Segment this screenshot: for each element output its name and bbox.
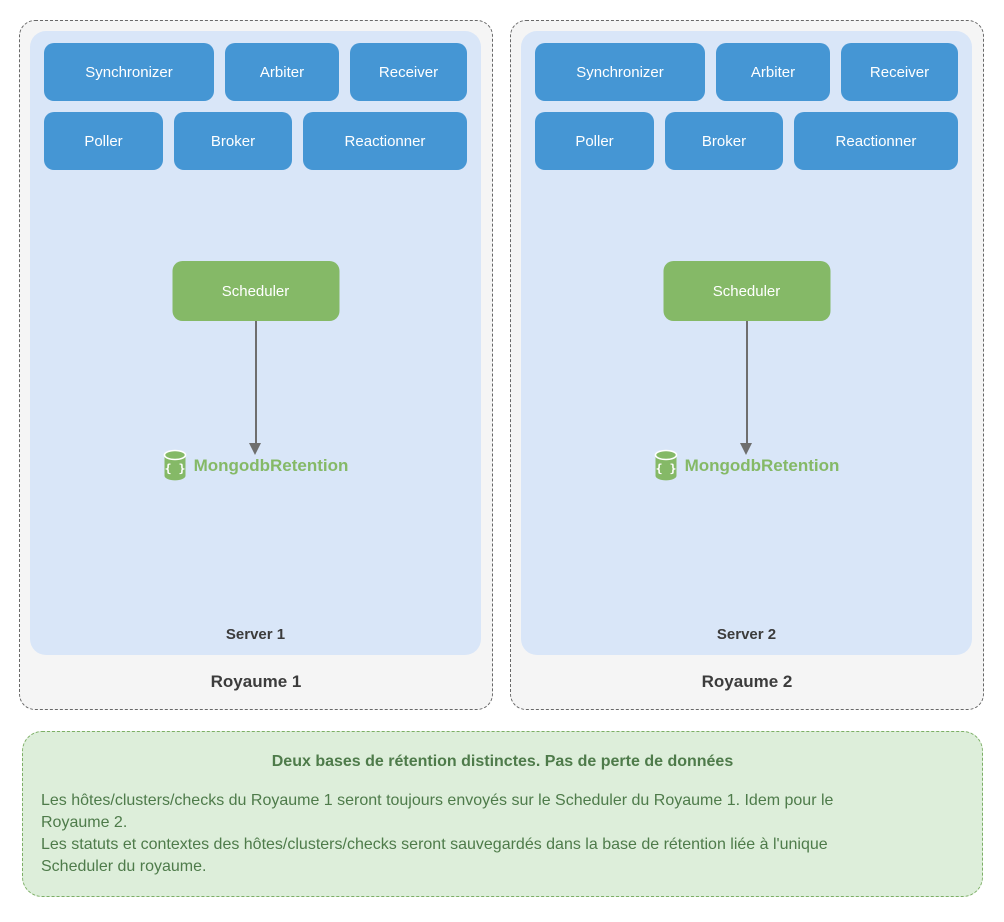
component-grid: Synchronizer Arbiter Receiver Poller Bro… bbox=[30, 31, 481, 170]
component-receiver: Receiver bbox=[841, 43, 958, 101]
server-box-1: Synchronizer Arbiter Receiver Poller Bro… bbox=[30, 31, 481, 655]
server-label: Server 2 bbox=[716, 626, 777, 643]
note-line: Royaume 2. bbox=[41, 814, 128, 831]
svg-text:{ }: { } bbox=[164, 462, 185, 476]
scheduler-node: Scheduler bbox=[663, 261, 830, 321]
scheduler-to-retention-arrow-line bbox=[745, 321, 748, 443]
arrow-head-icon bbox=[249, 443, 261, 455]
component-synchronizer: Synchronizer bbox=[535, 43, 705, 101]
component-reactionner: Reactionner bbox=[794, 112, 958, 170]
scheduler-node: Scheduler bbox=[172, 261, 339, 321]
realm-label: Royaume 2 bbox=[701, 672, 793, 691]
retention-label: MongodbRetention bbox=[193, 455, 349, 475]
retention-database: { } MongodbRetention bbox=[30, 449, 481, 482]
component-grid: Synchronizer Arbiter Receiver Poller Bro… bbox=[521, 31, 972, 170]
retention-database: { } MongodbRetention bbox=[521, 449, 972, 482]
note-body: Les hôtes/clusters/checks du Royaume 1 s… bbox=[41, 790, 964, 878]
realm-panel-1: Synchronizer Arbiter Receiver Poller Bro… bbox=[19, 20, 493, 710]
component-arbiter: Arbiter bbox=[716, 43, 830, 101]
retention-label: MongodbRetention bbox=[684, 455, 840, 475]
arrow-head-icon bbox=[740, 443, 752, 455]
note-line: Scheduler du royaume. bbox=[41, 858, 207, 875]
component-receiver: Receiver bbox=[350, 43, 467, 101]
svg-text:{ }: { } bbox=[655, 462, 676, 476]
server-box-2: Synchronizer Arbiter Receiver Poller Bro… bbox=[521, 31, 972, 655]
mongodb-database-icon: { } bbox=[654, 449, 677, 481]
component-broker: Broker bbox=[174, 112, 292, 170]
realm-panel-2: Synchronizer Arbiter Receiver Poller Bro… bbox=[510, 20, 984, 710]
scheduler-to-retention-arrow-line bbox=[254, 321, 257, 443]
note-line: Les statuts et contextes des hôtes/clust… bbox=[41, 836, 828, 853]
realm-label: Royaume 1 bbox=[210, 672, 302, 691]
component-arbiter: Arbiter bbox=[225, 43, 339, 101]
component-poller: Poller bbox=[44, 112, 163, 170]
note-title: Deux bases de rétention distinctes. Pas … bbox=[271, 753, 734, 770]
note-line: Les hôtes/clusters/checks du Royaume 1 s… bbox=[41, 792, 834, 809]
note-box: Deux bases de rétention distinctes. Pas … bbox=[22, 731, 983, 897]
component-reactionner: Reactionner bbox=[303, 112, 467, 170]
component-synchronizer: Synchronizer bbox=[44, 43, 214, 101]
mongodb-database-icon: { } bbox=[163, 449, 186, 481]
server-label: Server 1 bbox=[225, 626, 286, 643]
component-poller: Poller bbox=[535, 112, 654, 170]
component-broker: Broker bbox=[665, 112, 783, 170]
